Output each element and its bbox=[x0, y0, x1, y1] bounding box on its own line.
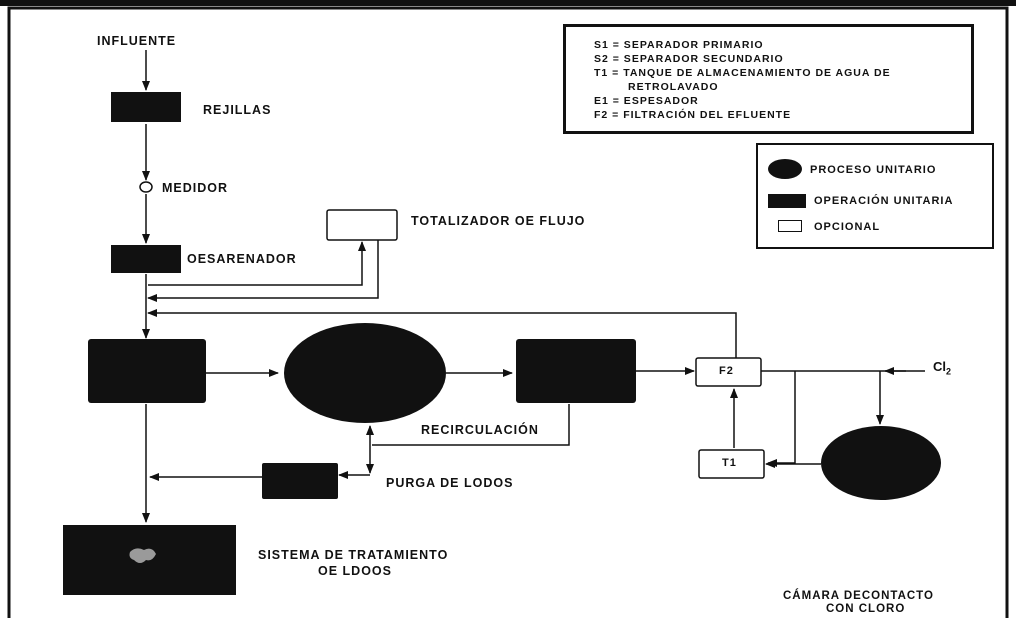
key-line: F2 = FILTRACIÓN DEL EFLUENTE bbox=[594, 109, 791, 121]
key-line: RETROLAVADO bbox=[628, 81, 719, 93]
line-f2-return bbox=[148, 313, 736, 358]
medidor-symbol bbox=[140, 182, 152, 192]
legend-operacion: OPERACIÓN UNITARIA bbox=[814, 195, 953, 207]
sistema-label-line2: OE LDOOS bbox=[318, 565, 392, 578]
t1-label: T1 bbox=[722, 458, 737, 469]
key-line: E1 = ESPESADOR bbox=[594, 95, 699, 107]
separador-secundario-block bbox=[516, 339, 636, 403]
shape-legend: PROCESO UNITARIO OPERACIÓN UNITARIA OPCI… bbox=[756, 143, 994, 249]
espesador-block bbox=[262, 463, 338, 499]
key-line: T1 = TANQUE DE ALMACENAMIENTO DE AGUA DE bbox=[594, 67, 891, 79]
line-totalizador-return bbox=[148, 240, 378, 298]
line-backwash bbox=[768, 371, 795, 463]
rejillas-label: REJILLAS bbox=[203, 104, 271, 117]
desarenador-block bbox=[111, 245, 181, 273]
totalizador-label: TOTALIZADOR OE FLUJO bbox=[411, 215, 585, 228]
cl2-label: Cl2 bbox=[933, 359, 951, 377]
key-line: S2 = SEPARADOR SECUNDARIO bbox=[594, 53, 784, 65]
sistema-label-line1: SISTEMA DE TRATAMIENTO bbox=[258, 549, 448, 562]
camara-label-line1: CÁMARA DECONTACTO bbox=[783, 591, 934, 603]
proceso-biologico-ellipse bbox=[284, 323, 446, 423]
separador-primario-block bbox=[88, 339, 206, 403]
legend-opcional: OPCIONAL bbox=[814, 221, 880, 233]
camara-contacto-ellipse bbox=[821, 426, 941, 500]
camara-label-line2: CON CLORO bbox=[826, 604, 905, 616]
purga-label: PURGA DE LODOS bbox=[386, 477, 513, 490]
opcional-swatch bbox=[778, 220, 802, 232]
operacion-swatch bbox=[768, 194, 806, 208]
key-line: S1 = SEPARADOR PRIMARIO bbox=[594, 39, 764, 51]
medidor-label: MEDIDOR bbox=[162, 182, 228, 195]
abbreviation-key: S1 = SEPARADOR PRIMARIO S2 = SEPARADOR S… bbox=[563, 24, 974, 134]
proceso-swatch bbox=[768, 159, 802, 179]
totalizador-box bbox=[327, 210, 397, 240]
influente-label: INFLUENTE bbox=[97, 35, 176, 48]
f2-label: F2 bbox=[719, 366, 734, 377]
desarenador-label: OESARENADOR bbox=[187, 253, 297, 266]
legend-proceso: PROCESO UNITARIO bbox=[810, 164, 936, 176]
rejillas-block bbox=[111, 92, 181, 122]
recirculacion-label: RECIRCULACIÓN bbox=[421, 424, 539, 437]
